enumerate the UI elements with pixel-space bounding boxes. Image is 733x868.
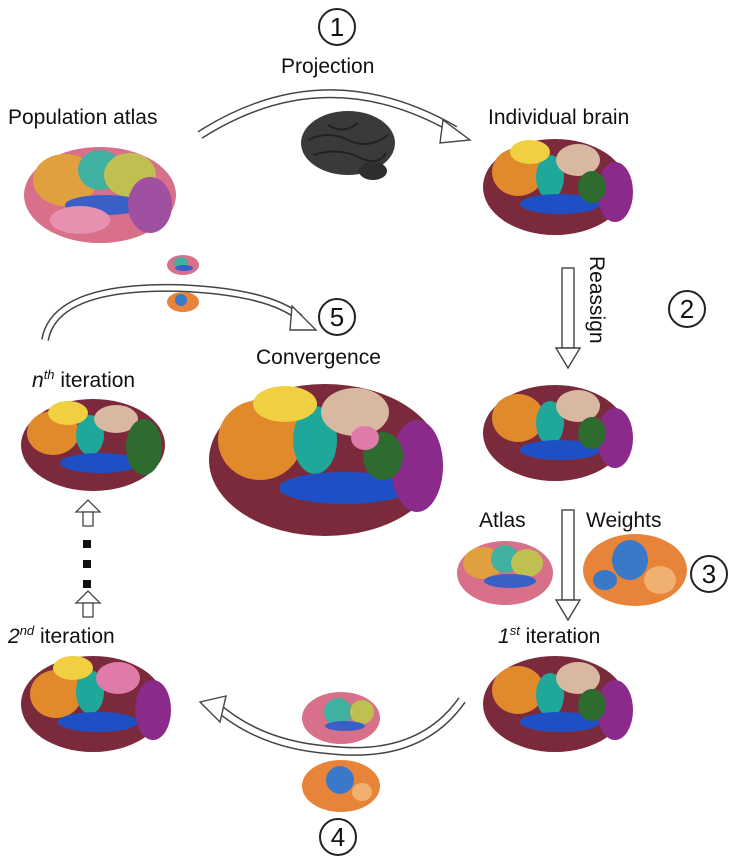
individual-brain-label: Individual brain [488,106,630,129]
reassigned-brain [483,385,633,481]
first-sup: st [509,623,520,638]
projection-dark-brain [301,111,395,180]
small-weights-brain [167,292,199,312]
nth-iteration-label: nth iteration [32,368,135,391]
weights-label: Weights [586,509,662,532]
step3-number: 3 [690,555,728,593]
step2-number: 2 [668,290,706,328]
convergence-brain [209,384,443,536]
second-sup: nd [19,623,35,638]
step3-arrow [554,509,582,622]
step4-weights-brain [302,760,380,812]
nth-sup: th [43,367,55,382]
weights-brain [583,534,687,606]
reassign-arrow [554,267,582,370]
population-atlas-label: Population atlas [8,106,158,129]
up-arrow-upper [74,499,102,527]
population-atlas-brain [24,147,176,243]
first-iteration-label: 1st iteration [498,624,600,647]
second-iteration-brain [21,656,171,752]
convergence-label: Convergence [256,346,381,369]
nth-iteration-brain [21,399,165,491]
second-iteration-label: 2nd iteration [8,624,115,647]
first-iteration-brain [483,656,633,752]
atlas-brain [457,541,553,605]
individual-brain [483,139,633,235]
small-atlas-brain [167,255,199,275]
atlas-label: Atlas [479,509,526,532]
step1-number: 1 [318,8,356,46]
step4-atlas-brain [302,692,380,744]
nth-ordinal: n [32,369,44,392]
step4-number: 4 [319,818,357,856]
first-ordinal: 1 [498,625,510,648]
first-text: iteration [519,625,601,648]
up-arrow-lower [74,590,102,618]
projection-label: Projection [281,55,375,78]
second-text: iteration [34,625,115,648]
reassign-label: Reassign [585,256,608,344]
dots-ellipsis [83,540,91,588]
step5-number: 5 [318,298,356,336]
nth-text: iteration [54,369,136,392]
second-ordinal: 2 [8,625,20,648]
